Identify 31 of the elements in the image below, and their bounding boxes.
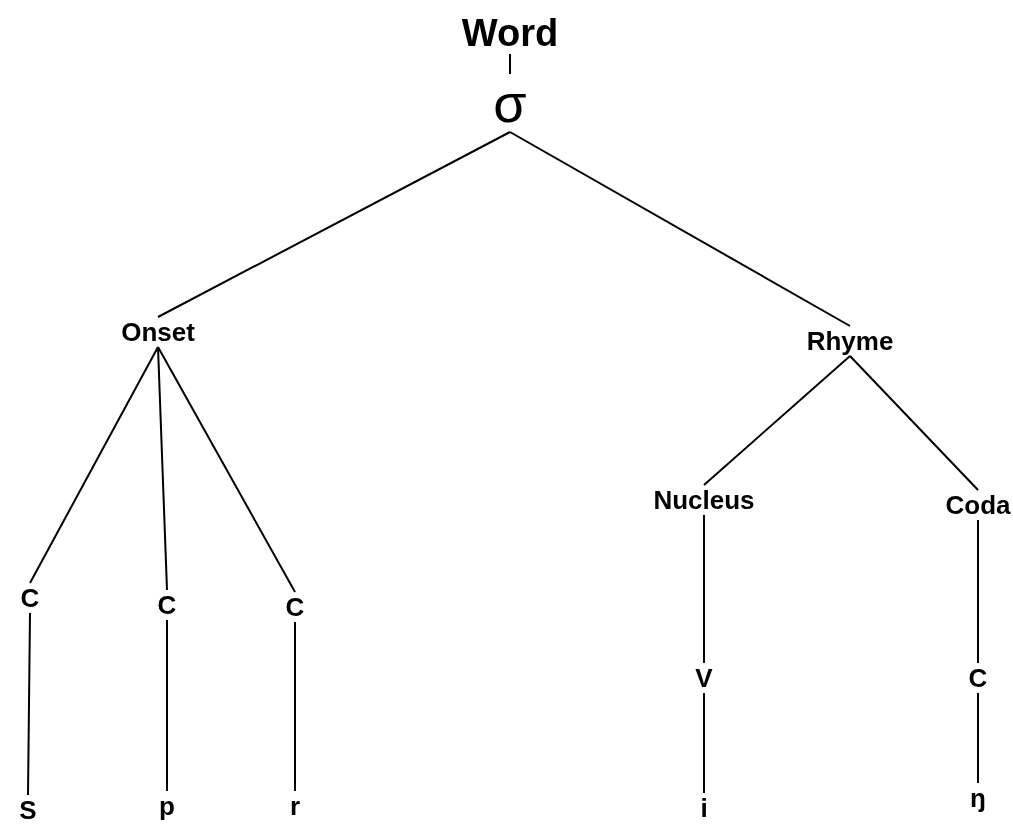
tree-branch-line bbox=[294, 621, 296, 792]
tree-branch-line bbox=[977, 519, 979, 664]
tree-branch-line bbox=[166, 619, 168, 792]
tree-node-label: V bbox=[694, 665, 714, 691]
tree-node-label: Onset bbox=[120, 319, 196, 345]
tree-branch-line bbox=[29, 346, 159, 584]
tree-node-label: Rhyme bbox=[805, 328, 895, 354]
tree-node-label: σ bbox=[492, 76, 528, 130]
tree-node-label: C bbox=[19, 585, 41, 611]
tree-node-label: C bbox=[284, 594, 306, 620]
tree-node-label: Nucleus bbox=[652, 487, 756, 513]
tree-branch-line bbox=[703, 692, 705, 794]
tree-branch-line bbox=[157, 131, 511, 318]
tree-node-label: S bbox=[18, 797, 38, 823]
tree-branch-line bbox=[703, 355, 851, 486]
tree-node-label: r bbox=[288, 793, 302, 819]
tree-branch-line bbox=[27, 612, 31, 796]
tree-node-label: C bbox=[967, 665, 989, 691]
tree-branch-line bbox=[703, 514, 705, 664]
tree-branch-line bbox=[509, 53, 511, 75]
tree-branch-line bbox=[157, 346, 168, 591]
tree-branch-line bbox=[977, 692, 979, 784]
tree-branch-line bbox=[849, 355, 979, 491]
tree-node-label: Word bbox=[460, 14, 560, 52]
tree-node-label: C bbox=[156, 592, 178, 618]
tree-branch-line bbox=[509, 131, 851, 327]
tree-branch-line bbox=[157, 346, 296, 593]
tree-node-label: i bbox=[699, 795, 709, 821]
tree-node-label: p bbox=[158, 793, 176, 819]
tree-node-label: ŋ bbox=[969, 785, 987, 811]
tree-node-label: Coda bbox=[944, 492, 1012, 518]
